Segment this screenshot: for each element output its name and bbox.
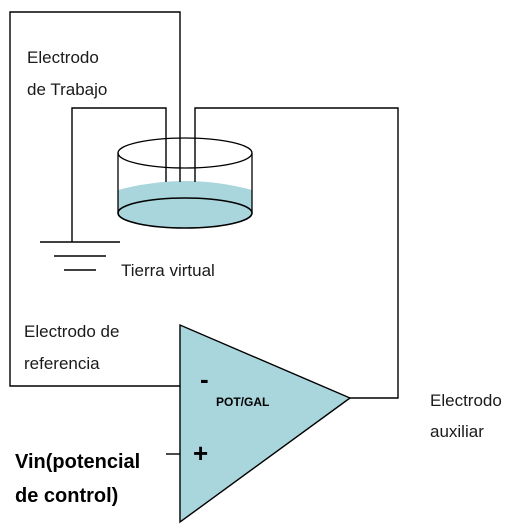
electrochemical-cell [117, 137, 253, 229]
auxiliary-electrode-label-line1: Electrodo [430, 391, 502, 410]
auxiliary-electrode-wire [194, 107, 399, 399]
vin-label-line2: de control) [15, 485, 118, 507]
potentiostat-amplifier [179, 323, 352, 524]
cell-rim [117, 137, 253, 169]
vin-label-line1: Vin(potencial [15, 451, 140, 473]
minus-input-sign: - [200, 364, 209, 394]
working-electrode-label-line1: Electrodo [27, 48, 99, 67]
working-electrode-wire [71, 107, 167, 242]
reference-electrode-label-line1: Electrodo de [24, 322, 119, 341]
reference-electrode-label-line2: referencia [24, 354, 100, 373]
working-electrode-label-line2: de Trabajo [27, 80, 107, 99]
reference-electrode-wire [9, 11, 181, 387]
ground-symbol [40, 241, 120, 271]
auxiliary-electrode-label-line2: auxiliar [430, 422, 484, 441]
amplifier-label: POT/GAL [216, 395, 269, 409]
virtual-ground-label: Tierra virtual [121, 261, 215, 280]
plus-input-sign: + [193, 438, 208, 468]
cell-liquid-bottom [117, 197, 253, 229]
